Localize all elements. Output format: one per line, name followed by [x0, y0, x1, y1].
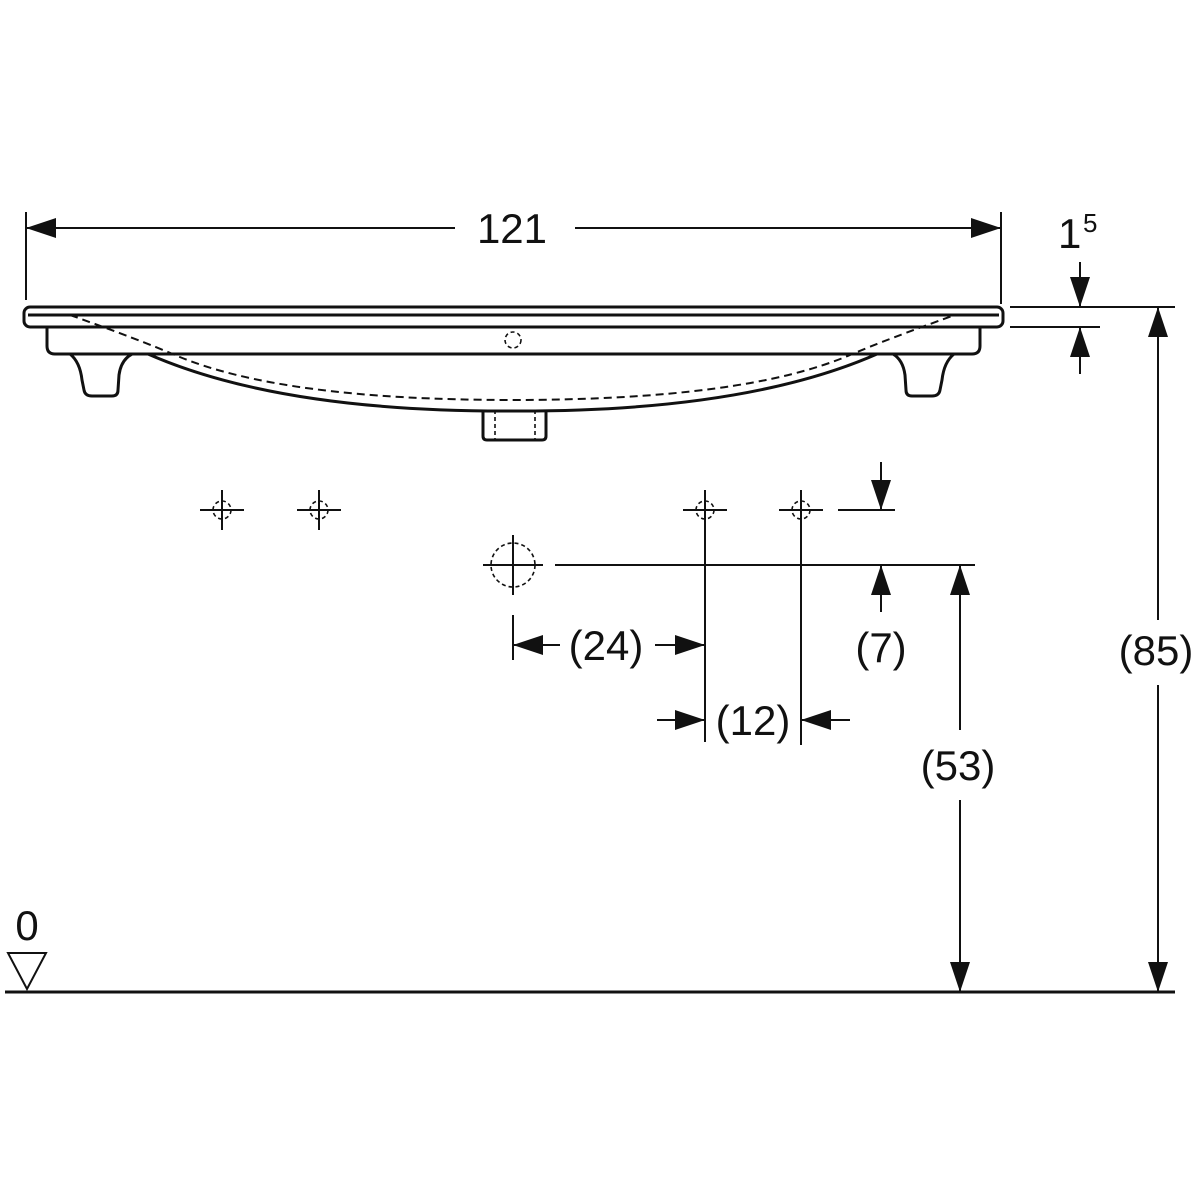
rim-height-dimension: (85) — [1010, 306, 1194, 992]
svg-text:(12): (12) — [716, 697, 791, 744]
svg-text:(53): (53) — [921, 742, 996, 789]
tap-hole-icon — [200, 490, 244, 530]
tap-spacing-dimension: (12) — [657, 697, 850, 744]
width-dimension: 121 — [25, 205, 1002, 304]
svg-text:1: 1 — [1058, 210, 1081, 257]
waste-height-dimension: (53) — [921, 565, 996, 992]
overflow-icon — [504, 331, 522, 349]
tap-hole-icon — [297, 490, 341, 530]
tap-holes — [200, 490, 823, 595]
svg-text:(85): (85) — [1119, 627, 1194, 674]
rim-thickness-dimension: 1 5 — [1010, 208, 1100, 374]
level-marker-icon — [6, 952, 48, 992]
tap-hole-drop-dimension: (7) — [855, 462, 907, 671]
waste-outlet-icon — [483, 535, 543, 595]
washbasin-side-view — [22, 305, 1005, 442]
floor-level: 0 — [5, 902, 1175, 994]
svg-text:(24): (24) — [569, 622, 644, 669]
width-label: 121 — [477, 205, 547, 252]
svg-text:5: 5 — [1083, 208, 1097, 238]
tap-hole-icon — [779, 490, 823, 535]
waste-to-tap-dimension: (24) — [513, 622, 705, 669]
tap-hole-icon — [683, 490, 727, 535]
svg-text:0: 0 — [15, 902, 38, 949]
svg-text:(7): (7) — [855, 624, 906, 671]
